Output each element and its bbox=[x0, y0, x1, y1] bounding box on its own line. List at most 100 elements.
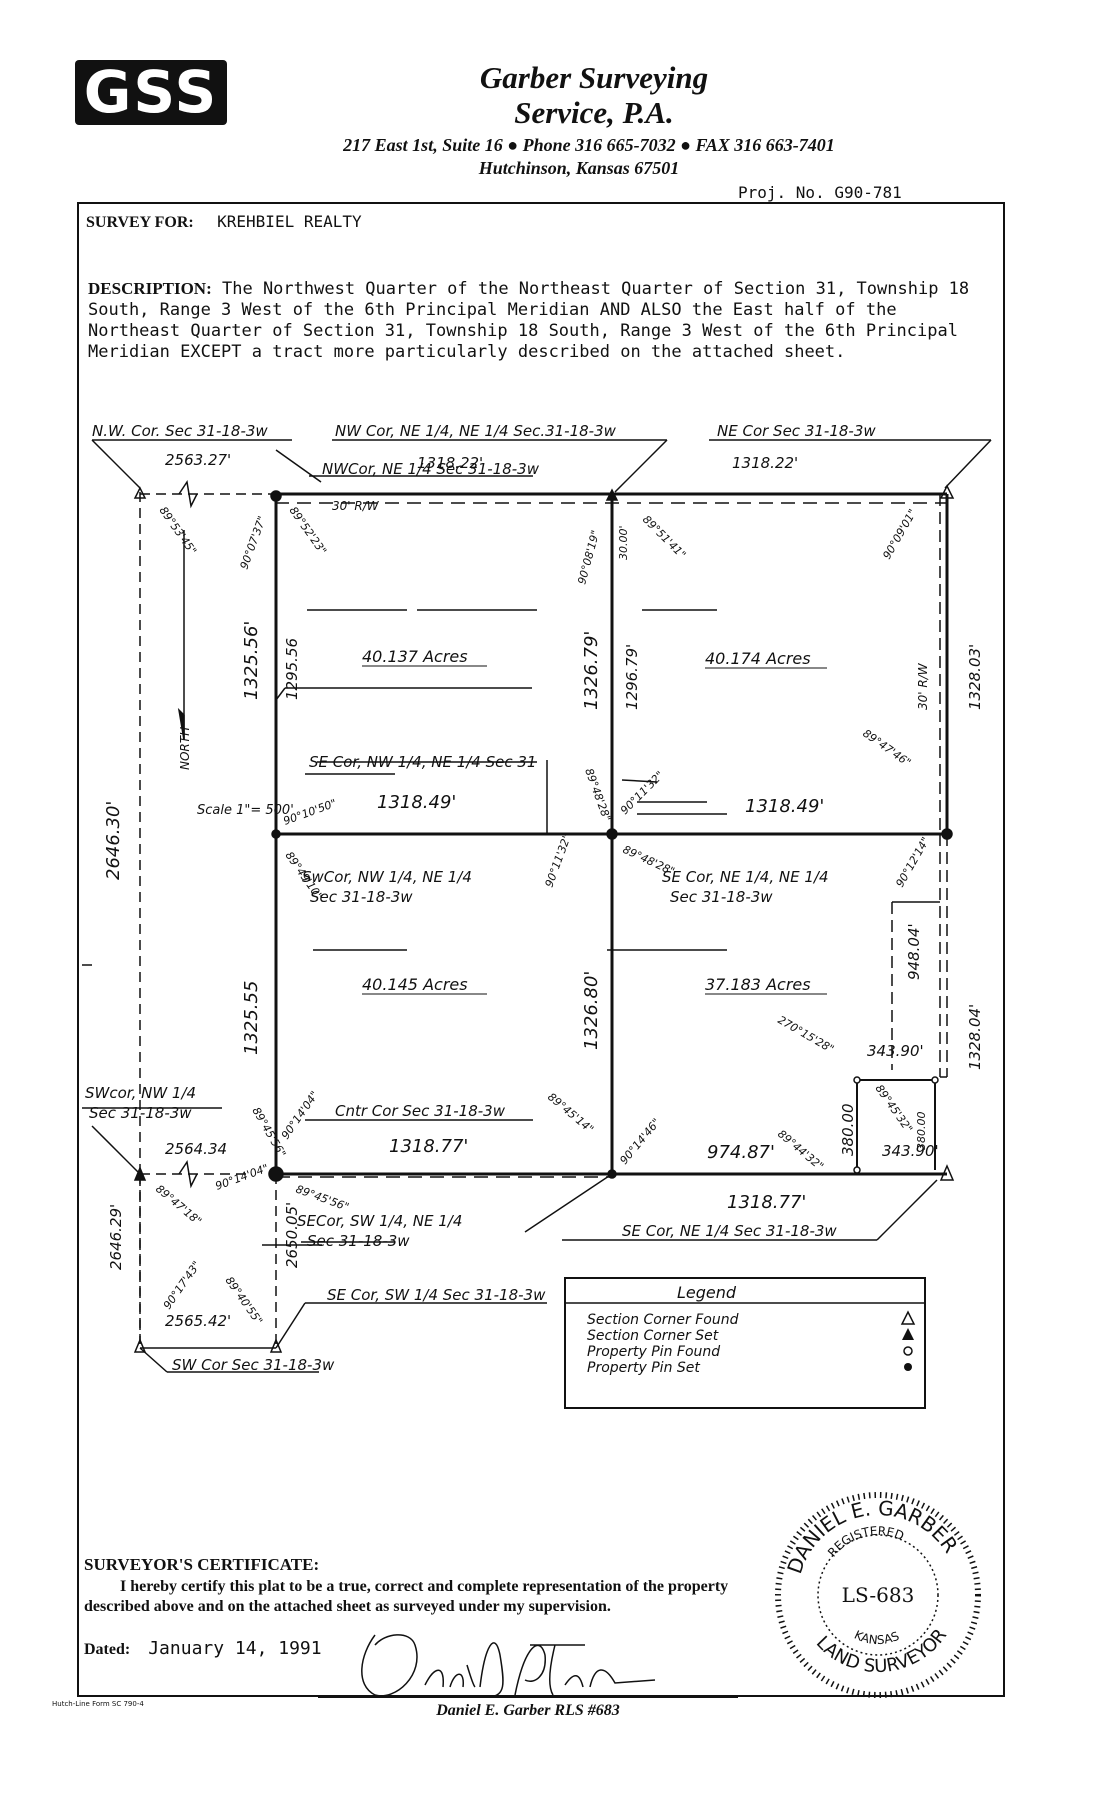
row-30e: 30' R/W bbox=[916, 662, 930, 710]
survey-plat: N.W. Cor. Sec 31-18-3w NW Cor, NE 1/4, N… bbox=[82, 422, 992, 1409]
certificate-body: I hereby certify this plat to be a true,… bbox=[84, 1578, 729, 1615]
corner-se-sw: SE Cor, SW 1/4 Sec 31-18-3w bbox=[327, 1286, 546, 1304]
corner-se-ne-ne-2: Sec 31-18-3w bbox=[670, 888, 773, 906]
corner-se-ne: SE Cor, NE 1/4 Sec 31-18-3w bbox=[622, 1222, 837, 1240]
corner-se-sw-ne-1: SECor, SW 1/4, NE 1/4 bbox=[297, 1212, 462, 1230]
angle-a24: 90°14'04" bbox=[214, 1162, 271, 1193]
dist-974: 974.87' bbox=[707, 1142, 775, 1163]
angle-a5: 89°51'41" bbox=[640, 513, 688, 561]
angle-a17: 89°45'56" bbox=[294, 1183, 351, 1214]
dist-1328-03: 1328.03' bbox=[966, 644, 984, 710]
angle-a3: 89°52'23" bbox=[287, 504, 330, 557]
angle-a22: 90°17'43" bbox=[161, 1259, 204, 1312]
seal-state: KANSAS bbox=[852, 1628, 901, 1647]
certificate-title: SURVEYOR'S CERTIFICATE: bbox=[84, 1555, 320, 1574]
angle-a12: 90°11'32" bbox=[543, 832, 574, 889]
legend: Legend Section Corner Found Section Corn… bbox=[587, 1283, 916, 1376]
angle-a19: 90°14'46" bbox=[617, 1116, 663, 1167]
angle-a20: 89°44'32" bbox=[775, 1127, 826, 1173]
angle-a4: 90°08'19" bbox=[575, 529, 602, 586]
triangle-open-icon bbox=[900, 1310, 916, 1325]
corner-se-ne-ne-1: SE Cor, NE 1/4, NE 1/4 bbox=[662, 868, 829, 886]
description-text: The Northwest Quarter of the Northeast Q… bbox=[88, 279, 970, 362]
circle-open-icon bbox=[903, 1346, 913, 1356]
angle-a14: 90°12'14" bbox=[893, 835, 932, 890]
form-number: Hutch-Line Form SC 790-4 bbox=[52, 1700, 144, 1708]
dist-1318-77b: 1318.77' bbox=[727, 1192, 806, 1213]
triangle-filled-icon bbox=[902, 1328, 914, 1340]
seal-bottom-text: LAND SURVEYOR bbox=[812, 1625, 951, 1677]
dist-1325-55: 1325.55 bbox=[241, 981, 262, 1055]
dist-1318-49b: 1318.49' bbox=[745, 796, 824, 817]
signer-name: Daniel E. Garber RLS #683 bbox=[436, 1702, 620, 1719]
angle-a8: 89°48'28" bbox=[582, 767, 613, 824]
dist-1328-04: 1328.04' bbox=[966, 1004, 984, 1070]
document-frame bbox=[77, 202, 1005, 1697]
signature-line bbox=[318, 1697, 738, 1698]
description: DESCRIPTION: The Northwest Quarter of th… bbox=[88, 278, 988, 363]
angle-a16: 90°14'04" bbox=[279, 1089, 322, 1142]
dist-1326-79: 1326.79' bbox=[581, 631, 602, 710]
dist-2646b: 2646.29' bbox=[107, 1204, 125, 1270]
angle-a18: 89°45'14" bbox=[545, 1090, 596, 1136]
area-sw: 40.145 Acres bbox=[362, 975, 468, 994]
corner-sw-nw-1: SWcor, NW 1/4 bbox=[85, 1084, 196, 1102]
angle-a15: 270°15'28" bbox=[776, 1013, 837, 1056]
survey-for-value: KREHBIEL REALTY bbox=[217, 212, 362, 231]
legend-item-section-set: Section Corner Set bbox=[587, 1328, 719, 1344]
seal-license: LS-683 bbox=[842, 1583, 915, 1607]
dist-30: 30.00' bbox=[617, 525, 630, 560]
corner-ne-sec: NE Cor Sec 31-18-3w bbox=[717, 422, 876, 440]
dist-1318-49a: 1318.49' bbox=[377, 792, 456, 813]
dist-1326-80: 1326.80' bbox=[581, 971, 602, 1050]
dist-1296-79: 1296.79' bbox=[623, 644, 641, 710]
dist-1318-22a: 1318.22' bbox=[417, 454, 483, 472]
row-30: 30' R/W bbox=[332, 499, 380, 513]
corner-cntr: Cntr Cor Sec 31-18-3w bbox=[335, 1102, 506, 1120]
dist-1318-77a: 1318.77' bbox=[389, 1136, 468, 1157]
area-se: 37.183 Acres bbox=[705, 975, 811, 994]
surveyor-certificate: SURVEYOR'S CERTIFICATE: I hereby certify… bbox=[84, 1555, 754, 1617]
angle-a7: 90°10'50" bbox=[282, 797, 339, 828]
dist-2564: 2564.34 bbox=[165, 1140, 227, 1158]
corner-sw-nw-2: Sec 31-18-3w bbox=[89, 1104, 192, 1122]
dist-2565: 2565.42' bbox=[165, 1312, 231, 1330]
corner-nw-sec: N.W. Cor. Sec 31-18-3w bbox=[92, 422, 268, 440]
circle-filled-icon bbox=[904, 1363, 912, 1371]
surveyor-seal: DANIEL E. GARBER REGISTERED LS-683 KANSA… bbox=[775, 1492, 981, 1698]
corner-sw-nw-ne-1: SwCor, NW 1/4, NE 1/4 bbox=[302, 868, 472, 886]
project-number: Proj. No. G90-781 bbox=[738, 183, 902, 202]
corner-sw-nw-ne-2: Sec 31-18-3w bbox=[310, 888, 413, 906]
company-logo: GSS bbox=[75, 60, 227, 125]
angle-a26: 89°45'32" bbox=[873, 1082, 916, 1135]
area-nw: 40.137 Acres bbox=[362, 647, 468, 666]
legend-item-section-found: Section Corner Found bbox=[587, 1312, 739, 1328]
scale: Scale 1"= 500' bbox=[197, 803, 294, 818]
dated-label: Dated: bbox=[84, 1641, 131, 1658]
dist-343b: 343.90' bbox=[882, 1142, 939, 1160]
dist-948: 948.04' bbox=[905, 923, 923, 980]
dated: Dated: January 14, 1991 bbox=[84, 1638, 322, 1659]
dist-343a: 343.90' bbox=[867, 1042, 924, 1060]
corner-se-sw-ne-2: Sec 31-18-3w bbox=[307, 1232, 410, 1250]
angle-a21: 89°47'18" bbox=[153, 1182, 204, 1228]
dated-value: January 14, 1991 bbox=[148, 1638, 322, 1659]
signature bbox=[361, 1634, 656, 1698]
survey-for: SURVEY FOR: KREHBIEL REALTY bbox=[86, 212, 362, 232]
angle-a2: 90°07'37" bbox=[238, 514, 269, 571]
company-city: Hutchinson, Kansas 67501 bbox=[478, 158, 680, 178]
corner-nw-ne-inner: NWCor, NE 1/4 Sec 31-18-3w bbox=[322, 460, 540, 478]
dist-380a: 380.00 bbox=[839, 1104, 857, 1157]
dist-2650: 2650.05' bbox=[283, 1202, 301, 1268]
company-name-line1: Garber Surveying bbox=[479, 60, 709, 95]
area-ne: 40.174 Acres bbox=[705, 649, 811, 668]
company-contact: 217 East 1st, Suite 16 ● Phone 316 665-7… bbox=[343, 135, 835, 155]
description-label: DESCRIPTION: bbox=[88, 279, 212, 298]
angle-a1: 89°53'45" bbox=[157, 504, 200, 557]
company-name-line2: Service, P.A. bbox=[514, 95, 674, 130]
angle-a10: 89°47'46" bbox=[860, 727, 913, 770]
corner-se-nw-ne: SE Cor, NW 1/4, NE 1/4 Sec 31 bbox=[309, 753, 536, 771]
dist-1295-56: 1295.56 bbox=[283, 638, 301, 700]
angle-a13: 89°48'28" bbox=[621, 843, 677, 878]
legend-title: Legend bbox=[677, 1283, 737, 1302]
